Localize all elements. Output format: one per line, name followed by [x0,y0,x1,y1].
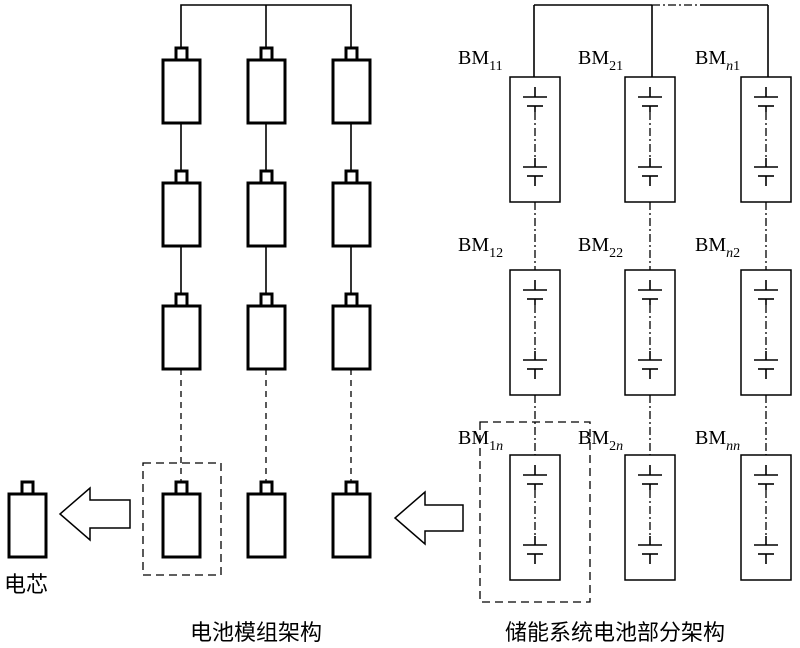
terminal [174,46,189,62]
label-bm2n: BM2n [578,427,623,454]
label-bmn2: BMn2 [695,234,740,261]
battery-module-21 [624,76,676,203]
cell-string-3 [331,46,372,559]
cell [331,304,372,371]
cell [331,58,372,125]
cell [246,58,287,125]
arrow-left-icon [393,490,464,546]
battery-module-n1 [740,76,792,203]
label-bm12: BM12 [458,234,503,261]
cell [246,181,287,248]
battery-module-22 [624,269,676,396]
terminal [174,169,189,185]
battery-module-architecture: 电芯 [4,4,372,598]
single-cell-icon [7,480,48,559]
module-highlight-box [479,421,591,603]
terminal [174,480,189,496]
battery-module-12 [509,269,561,396]
cell [161,58,202,125]
cell [246,304,287,371]
battery-module-nn [740,454,792,581]
label-bmn1: BMn1 [695,47,740,74]
cell [331,181,372,248]
label-bmnn: BMnn [695,427,740,454]
battery-module-n2 [740,269,792,396]
label-bm11: BM11 [458,47,503,74]
terminal [174,292,189,308]
cell [331,492,372,559]
battery-module-2n [624,454,676,581]
cell [161,304,202,371]
cell [161,492,202,559]
arrow-left-icon [58,486,131,542]
caption-system-architecture: 储能系统电池部分架构 [505,621,725,646]
cell-caption: 电芯 [4,573,48,598]
storage-system-architecture: BM11 BM21 BMn1 BM12 BM22 BMn2 BM1n BM2n … [393,4,792,603]
caption-module-architecture: 电池模组架构 [190,621,322,646]
cell [246,492,287,559]
label-bm1n: BM1n [458,427,503,454]
battery-module-11 [509,76,561,203]
cell [161,181,202,248]
label-bm22: BM22 [578,234,623,261]
cell-highlight-box [142,462,222,576]
battery-module-1n [509,454,561,581]
cell-string-2 [246,46,287,559]
cell-string-1 [161,46,202,559]
label-bm21: BM21 [578,47,623,74]
